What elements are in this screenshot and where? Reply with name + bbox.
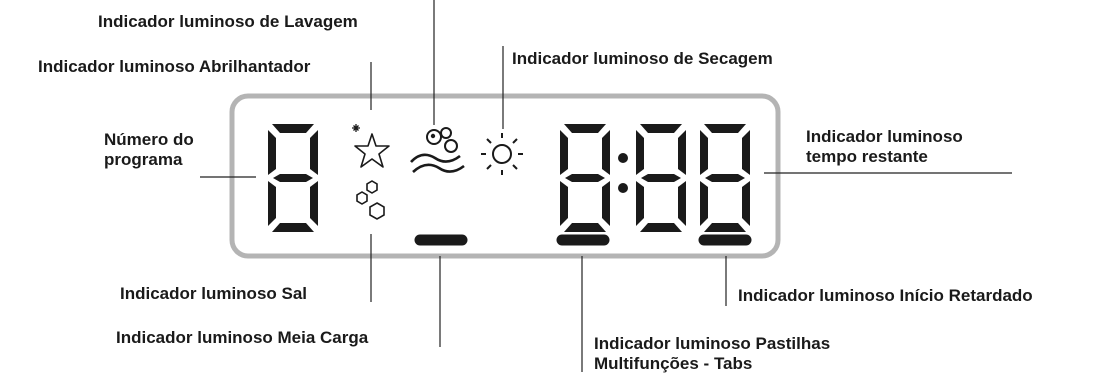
time-digit-units [700,124,750,232]
label-numero-line1: Número do [104,130,194,149]
leader-lines [200,0,1012,372]
label-pastilhas-line2: Multifunções - Tabs [594,354,753,373]
label-lavagem: Indicador luminoso de Lavagem [98,12,358,31]
time-colon [618,153,628,193]
label-pastilhas-line1: Indicador luminoso Pastilhas [594,334,831,353]
label-tempo-line1: Indicador luminoso [806,127,963,146]
label-abrilhantador: Indicador luminoso Abrilhantador [38,57,311,76]
label-secagem: Indicador luminoso de Secagem [512,49,773,68]
label-inicio-retardado: Indicador luminoso Início Retardado [738,286,1033,305]
wash-waves-icon [410,127,465,173]
time-digit-tens [636,124,686,232]
sun-icon [481,133,523,175]
label-numero-line2: programa [104,150,183,169]
label-meia-carga: Indicador luminoso Meia Carga [116,328,369,347]
time-digit-hours [560,124,610,232]
star-icon [352,124,390,168]
label-tempo-line2: tempo restante [806,147,928,166]
label-tempo-restante: Indicador luminoso tempo restante [806,127,963,167]
program-number-digit [268,124,318,232]
display-panel-frame [229,93,781,259]
label-sal: Indicador luminoso Sal [120,284,308,303]
label-pastilhas: Indicador luminoso Pastilhas Multifunçõe… [594,334,830,374]
salt-hexagons-icon [356,180,385,220]
label-numero-programa: Número do programa [104,130,194,170]
